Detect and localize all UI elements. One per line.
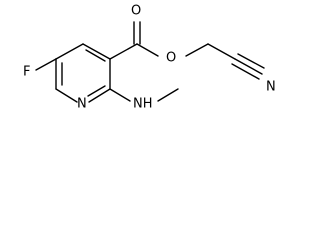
chemical-structure: F N O O N NH: [23, 4, 276, 112]
bond-nitrile-3: [231, 63, 260, 80]
bond-c4-c3-double: [85, 49, 106, 62]
bond-c5-c4: [55, 43, 84, 60]
fluorine-label: F: [23, 65, 30, 80]
ring-nitrogen-label: N: [77, 97, 87, 112]
carbonyl-oxygen-label: O: [131, 4, 141, 19]
bond-nitrile-1: [234, 58, 263, 75]
bond-nitrile-2: [237, 53, 265, 69]
bond-ch2-cn: [207, 43, 236, 60]
bond-nh-ch3: [157, 88, 179, 102]
bond-c2-n1: [88, 88, 111, 103]
bond-oester-ch2: [185, 43, 209, 57]
bond-c2-nh: [109, 88, 131, 102]
methylamino-group: [109, 88, 179, 102]
amine-label: NH: [133, 97, 153, 112]
bond-n1-c6: [55, 88, 78, 103]
ester-oxygen-label: O: [166, 51, 176, 66]
pyridine-ring: [55, 43, 111, 103]
bond-c2-n1-double: [87, 85, 106, 97]
ester-group: [109, 21, 265, 80]
bond-c3-carbonyl: [109, 43, 138, 60]
bond-c5-f: [35, 58, 57, 71]
bond-carbonyl-oester: [136, 43, 159, 57]
nitrile-nitrogen-label: N: [266, 80, 276, 95]
bond-c4-c3: [82, 43, 111, 60]
